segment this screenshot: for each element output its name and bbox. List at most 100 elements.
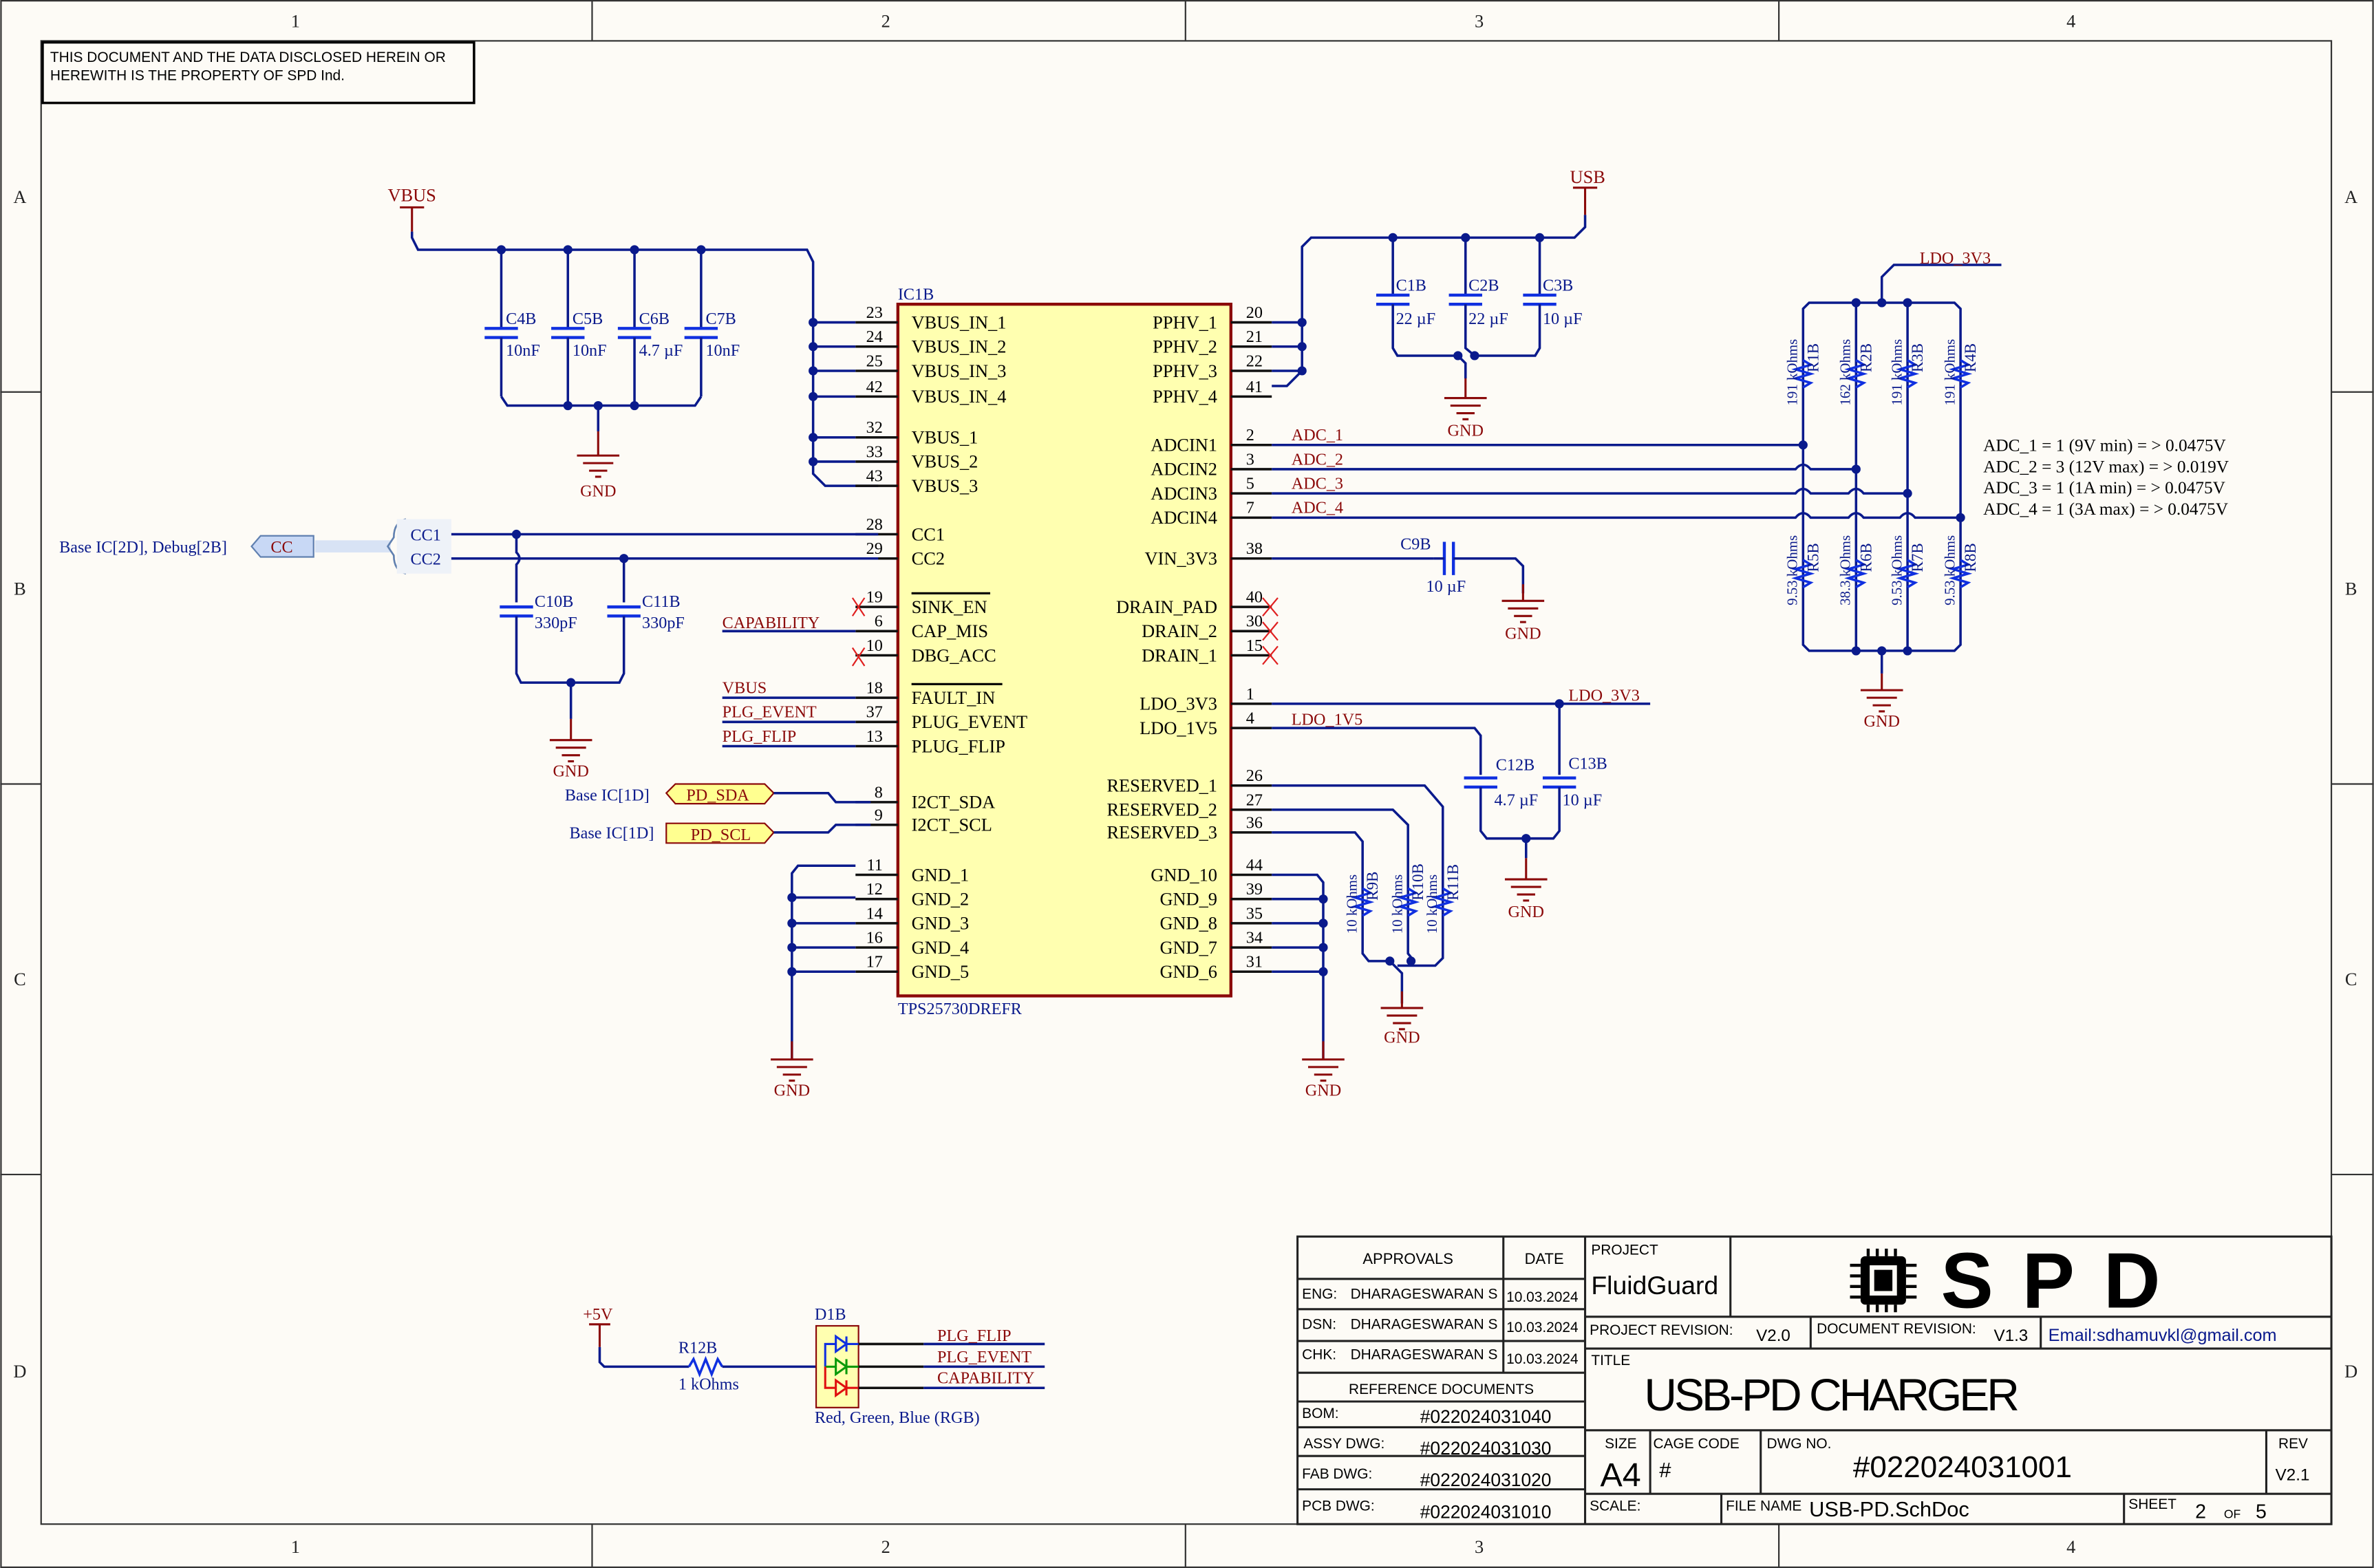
cap-ref: C2B [1468, 276, 1499, 294]
gnd-symbol: GND [549, 718, 592, 781]
gnd-symbol: GND [1380, 991, 1424, 1047]
gnd-label: GND [1505, 624, 1541, 643]
scale-label: SCALE: [1590, 1498, 1640, 1514]
ic-pin-name: GND_8 [1159, 913, 1217, 934]
column-label: 4 [2066, 11, 2075, 32]
capacitor-c13b: C13B 10 µF [1542, 755, 1607, 809]
ic-pin-name: DRAIN_PAD [1116, 597, 1217, 617]
ic-pin-name: GND_7 [1159, 937, 1217, 958]
res-value: 10 kOhms [1389, 874, 1405, 934]
ic-pin-name: GND_6 [1159, 961, 1217, 982]
capacitor-c10b: C10B 330pF [500, 592, 577, 632]
ic-pin-number: 33 [866, 442, 883, 461]
pd-sda-label: PD_SDA [686, 786, 749, 805]
dsn-name: DHARAGESWARAN S [1351, 1316, 1498, 1332]
ic-pin-number: 7 [1246, 499, 1254, 517]
res-value: 9.53 kOhms [1784, 535, 1801, 605]
sda-port-reference: Base IC[1D] [565, 786, 650, 805]
ic-pin-name: GND_10 [1151, 864, 1217, 885]
project-revision-label: PROJECT REVISION: [1590, 1322, 1733, 1338]
ic-pin-number: 3 [1246, 450, 1254, 469]
sheet-label: SHEET [2128, 1496, 2177, 1512]
chk-date: 10.03.2024 [1506, 1351, 1578, 1367]
usb-pphv-section: USB C1B 22 µF C2B 22 µF C3B 10 µF [1272, 167, 1605, 440]
cc1-harness-label: CC1 [410, 526, 440, 544]
ic-pin-number: 23 [866, 303, 883, 322]
ic-pin-number: 42 [866, 378, 883, 396]
ic-pin-number: 13 [866, 727, 883, 746]
green-led-icon [835, 1357, 848, 1377]
ic-pin-number: 19 [866, 588, 883, 607]
left-gnd-bus: GND [771, 864, 856, 1100]
ic-pin-name: GND_3 [912, 913, 970, 934]
gnd-label: GND [1384, 1029, 1420, 1047]
cap-ref: C13B [1568, 755, 1607, 773]
contact-email[interactable]: Email:sdhamuvkl@gmail.com [2049, 1326, 2277, 1345]
cc-port[interactable] [250, 535, 314, 558]
ic-pin-name: VIN_3V3 [1144, 548, 1217, 569]
cap-ref: C6B [639, 310, 670, 328]
ic-pin-name: DRAIN_1 [1142, 645, 1217, 665]
row-label: D [2344, 1361, 2357, 1382]
cap-value: 330pF [535, 614, 577, 632]
ic-pin-name: CC2 [912, 548, 945, 569]
res-value: 9.53 kOhms [1888, 535, 1905, 605]
reference-docs-header: REFERENCE DOCUMENTS [1349, 1382, 1534, 1397]
capacitor-c1b: C1B 22 µF [1376, 233, 1458, 357]
res-ref: R9B [1363, 872, 1381, 901]
pd-scl-label: PD_SCL [691, 826, 751, 844]
ldo-section: LDO_3V3 LDO_1V5 C12B 4.7 µF C13B 10 µF G… [1272, 687, 1651, 921]
net-label-vbus: VBUS [723, 679, 767, 698]
pd-scl-port[interactable] [665, 822, 775, 844]
ic-pin-number: 37 [866, 703, 883, 722]
rev-label: REV [2278, 1436, 2308, 1452]
res-value: 191 kOhms [1784, 339, 1801, 406]
usb-power-label: USB [1570, 167, 1605, 187]
adc-section: ADC_1 ADC_2 ADC_3 ADC_4 LDO_3V3 GND R1B1… [1272, 249, 2229, 731]
fab-number: #022024031020 [1420, 1470, 1552, 1490]
row-label: A [2344, 186, 2357, 207]
scl-port-reference: Base IC[1D] [569, 824, 654, 843]
ic-pin-name: ADCIN2 [1151, 459, 1217, 480]
cap-value: 22 µF [1468, 310, 1508, 328]
cap-ref: C3B [1543, 276, 1573, 294]
left-net-labels: CAPABILITY VBUS PLG_EVENT PLG_FLIP [723, 597, 866, 748]
sheet-number: 2 [2195, 1501, 2206, 1523]
red-led-icon [835, 1378, 848, 1398]
net-label-capability: CAPABILITY [937, 1369, 1035, 1388]
gnd-label: GND [1864, 712, 1900, 731]
ic-pin-number: 25 [866, 352, 883, 370]
ic-pin-number: 35 [1246, 904, 1263, 923]
dwg-no-label: DWG NO. [1767, 1436, 1832, 1452]
cc2-harness-label: CC2 [410, 550, 440, 569]
cap-value: 10 µF [1426, 577, 1466, 596]
gnd-label: GND [1508, 903, 1544, 921]
harness-connector [396, 519, 451, 574]
ic-pin-name: VBUS_IN_3 [912, 361, 1007, 381]
adc-note: ADC_2 = 3 (12V max) = > 0.019V [1983, 457, 2229, 476]
chk-label: CHK: [1302, 1346, 1336, 1362]
assy-label: ASSY DWG: [1303, 1436, 1384, 1452]
net-label-adc4: ADC_4 [1292, 499, 1343, 517]
ic-pin-number: 20 [1246, 303, 1263, 322]
ic-part-number: TPS25730DREFR [898, 1000, 1023, 1018]
capacitor-c5b: C5B 10nF [551, 245, 607, 406]
eng-label: ENG: [1302, 1286, 1337, 1302]
no-connect-marks [851, 597, 866, 667]
gnd-label: GND [1305, 1082, 1341, 1100]
ic-pin-name: GND_5 [912, 961, 970, 982]
capacitor-c2b: C2B 22 µF [1448, 233, 1508, 357]
document-revision-label: DOCUMENT REVISION: [1817, 1321, 1976, 1337]
column-label: 1 [291, 11, 300, 32]
cap-value: 4.7 µF [639, 341, 683, 360]
title-label: TITLE [1591, 1353, 1630, 1368]
capacitor-c4b: C4B 10nF [484, 245, 540, 397]
ic-pin-name: PPHV_4 [1153, 386, 1217, 407]
cap-value: 22 µF [1396, 310, 1436, 328]
column-label: 2 [881, 11, 890, 32]
